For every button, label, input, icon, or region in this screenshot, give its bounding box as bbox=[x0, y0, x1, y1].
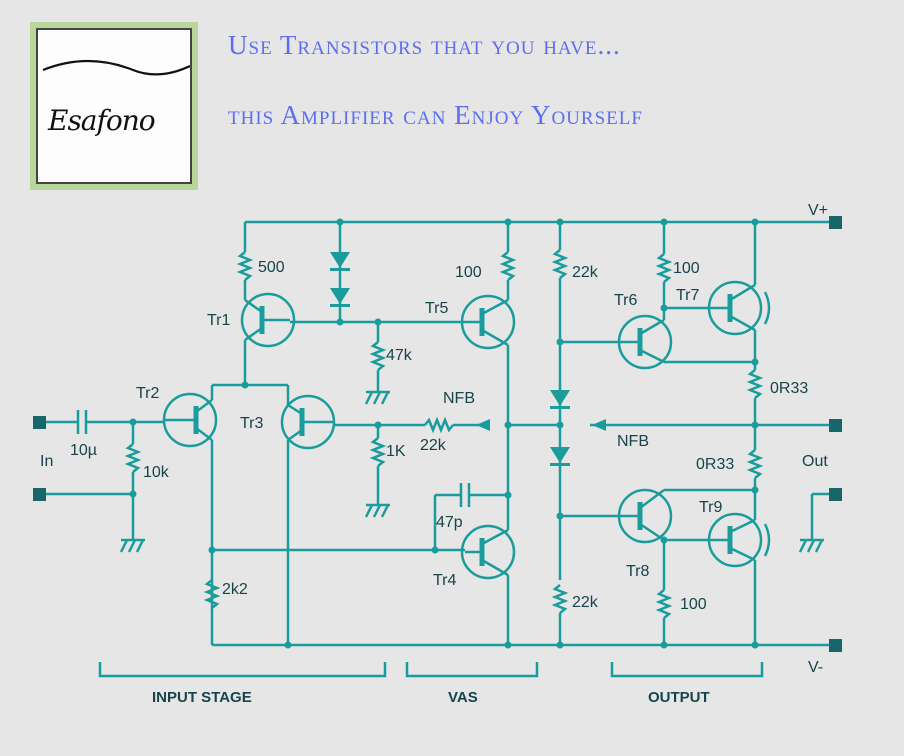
tr9-label: Tr9 bbox=[699, 499, 723, 516]
transistors bbox=[162, 280, 771, 580]
junction-dots bbox=[129, 218, 759, 649]
terminals bbox=[33, 216, 842, 652]
tr7-symbol bbox=[707, 280, 771, 336]
logo-frame: Esafono bbox=[36, 28, 192, 184]
nfb-left-label: NFB bbox=[443, 390, 475, 407]
section-input-stage: INPUT STAGE bbox=[152, 689, 252, 706]
tr6-symbol bbox=[617, 314, 673, 370]
section-vas: VAS bbox=[448, 689, 478, 706]
headline-line-1: Use Transistors that you have... bbox=[228, 30, 621, 60]
tr2-label: Tr2 bbox=[136, 385, 160, 402]
tr5-label: Tr5 bbox=[425, 300, 449, 317]
vminus-terminal bbox=[829, 639, 842, 652]
vplus-label: V+ bbox=[808, 202, 828, 219]
logo-brand-text: Esafono bbox=[48, 104, 156, 137]
tr5-symbol bbox=[460, 294, 516, 350]
tr9-symbol bbox=[707, 512, 771, 568]
tr4-label: Tr4 bbox=[433, 572, 457, 589]
ground-symbols bbox=[119, 391, 824, 553]
out-ground-terminal bbox=[829, 488, 842, 501]
in-label: In bbox=[40, 453, 53, 470]
tr1-symbol bbox=[240, 292, 296, 348]
r22k-top-label: 22k bbox=[572, 264, 599, 281]
section-output: OUTPUT bbox=[648, 689, 710, 706]
tr8-label: Tr8 bbox=[626, 563, 650, 580]
in-terminal bbox=[33, 416, 46, 429]
out-label: Out bbox=[802, 453, 828, 470]
tr3-label: Tr3 bbox=[240, 415, 264, 432]
logo-wave-icon bbox=[42, 59, 190, 76]
r500-label: 500 bbox=[258, 259, 285, 276]
tr6-label: Tr6 bbox=[614, 292, 638, 309]
r10k-label: 10k bbox=[143, 464, 170, 481]
out-terminal bbox=[829, 419, 842, 432]
tr4-symbol bbox=[460, 524, 516, 580]
in-ground-terminal bbox=[33, 488, 46, 501]
vminus-label: V- bbox=[808, 659, 823, 676]
tr3-symbol bbox=[280, 394, 336, 450]
r47k-label: 47k bbox=[386, 347, 413, 364]
r100-tr6-label: 100 bbox=[673, 260, 700, 277]
r22k-nfb-label: 22k bbox=[420, 437, 447, 454]
c10u-label: 10µ bbox=[70, 442, 97, 459]
r0r33-top-label: 0R33 bbox=[770, 380, 808, 397]
tr1-label: Tr1 bbox=[207, 312, 231, 329]
headline-line-2: this Amplifier can Enjoy Yourself bbox=[228, 100, 643, 130]
esafono-logo: Esafono bbox=[30, 22, 198, 190]
r100-tr8-label: 100 bbox=[680, 596, 707, 613]
r22k-bottom-label: 22k bbox=[572, 594, 599, 611]
r100-tr5-label: 100 bbox=[455, 264, 482, 281]
tr2-symbol bbox=[162, 392, 218, 448]
c47p-label: 47p bbox=[436, 514, 463, 531]
vplus-terminal bbox=[829, 216, 842, 229]
nfb-right-label: NFB bbox=[617, 433, 649, 450]
r0r33-bottom-label: 0R33 bbox=[696, 456, 734, 473]
tr8-symbol bbox=[617, 488, 673, 544]
tr7-label: Tr7 bbox=[676, 287, 700, 304]
r2k2-label: 2k2 bbox=[222, 581, 248, 598]
diodes bbox=[330, 252, 606, 466]
r1k-label: 1K bbox=[386, 443, 406, 460]
